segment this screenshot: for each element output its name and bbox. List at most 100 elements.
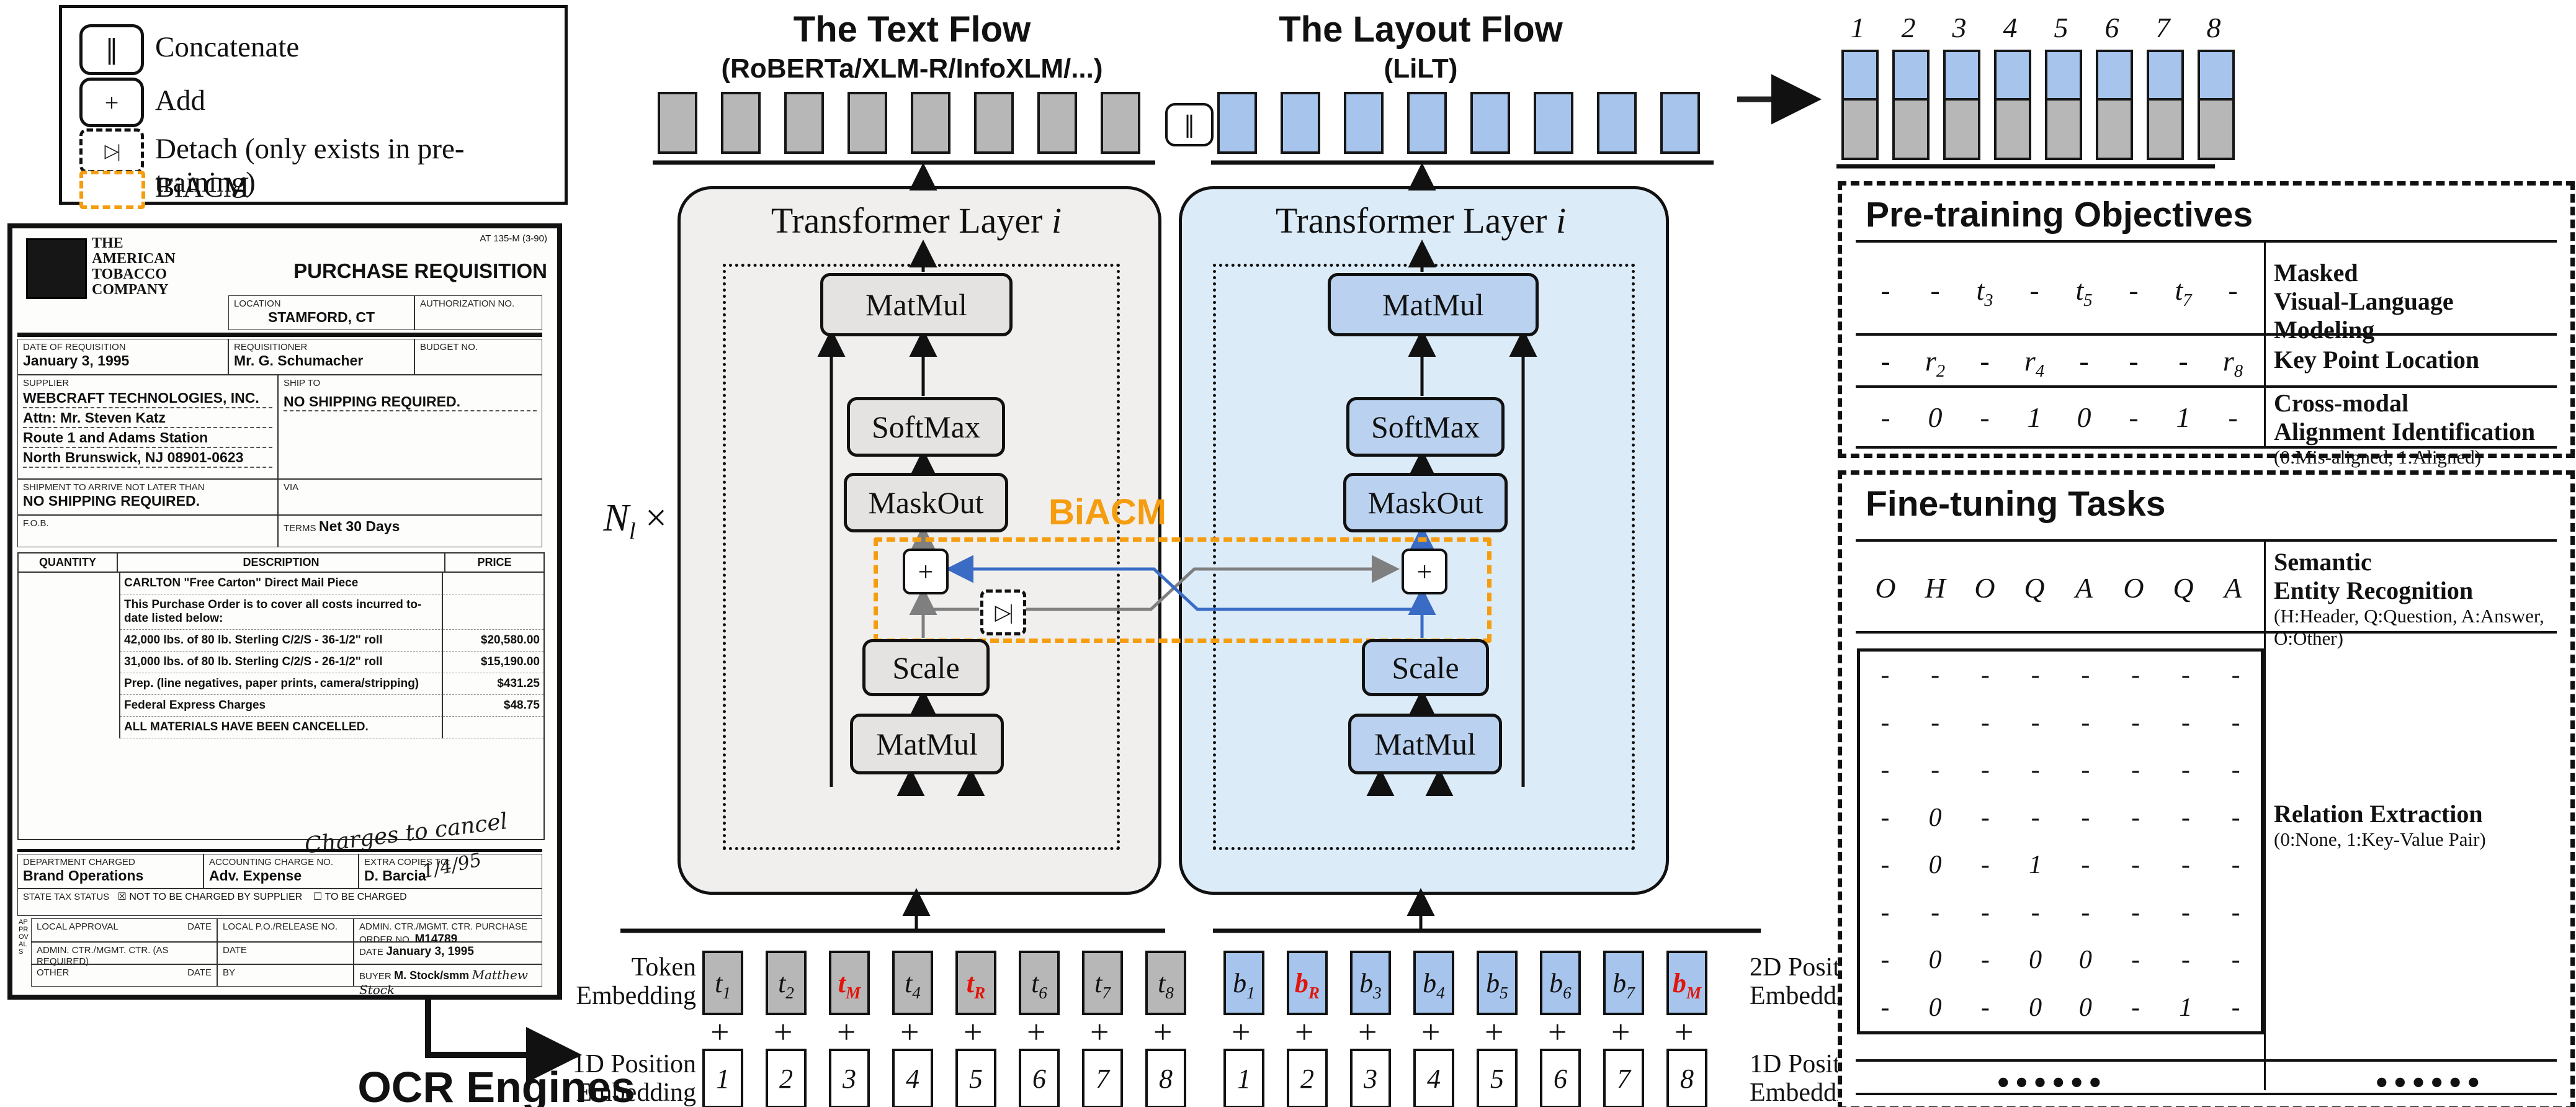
re-cell: - <box>2231 708 2240 737</box>
copies-value: D. Barcia <box>364 867 426 884</box>
ellipsis-left: •••••• <box>1997 1064 2108 1102</box>
re-cell: - <box>1881 803 1890 832</box>
pos2d-embedding-box: b7 <box>1603 951 1644 1015</box>
re-cell: - <box>2231 756 2240 785</box>
layout-softmax-block: SoftMax <box>1346 397 1505 457</box>
pos2d-embedding-box: bR <box>1287 951 1328 1015</box>
pos1d-embedding-box: 8 <box>1145 1049 1186 1107</box>
token-embedding-box: tR <box>955 951 996 1015</box>
add-glyph: + <box>1295 1013 1314 1051</box>
acct-value: Adv. Expense <box>209 867 302 884</box>
layout-bar <box>1534 92 1573 154</box>
text-flow-subtitle: (RoBERTa/XLM-R/InfoXLM/...) <box>721 53 1103 84</box>
re-label: Relation Extraction(0:None, 1:Key-Value … <box>2274 800 2486 850</box>
pos1d-embedding-box: 2 <box>1287 1049 1328 1107</box>
pos1d-embedding-box: 1 <box>1223 1049 1264 1107</box>
pretrain-cell: 0 <box>1928 401 1943 433</box>
token-embedding-box: t7 <box>1082 951 1123 1015</box>
supplier-label: SUPPLIER <box>23 378 69 388</box>
text-bar <box>911 92 950 154</box>
pos2d-embedding-box: b6 <box>1540 951 1581 1015</box>
pretrain-cell: - <box>1881 401 1890 433</box>
pretrain-cell: - <box>2129 401 2139 433</box>
layout-flow-subtitle: (LiLT) <box>1384 53 1458 84</box>
re-cell: - <box>2131 661 2140 690</box>
re-cell: - <box>2181 803 2190 832</box>
text-maskout-block: MaskOut <box>844 473 1008 532</box>
re-cell: - <box>2231 946 2240 975</box>
pos1d-embedding-box: 7 <box>1082 1049 1123 1107</box>
text-bar <box>1101 92 1140 154</box>
output-text-part <box>1841 98 1879 160</box>
re-cell: - <box>2131 946 2140 975</box>
output-text-part <box>1892 98 1930 160</box>
ser-cell: H <box>1925 571 1946 604</box>
budget-label: BUDGET NO. <box>420 342 478 352</box>
add-glyph: + <box>1153 1013 1173 1051</box>
legend-label-biacm: BiACM <box>155 171 249 204</box>
re-cell: - <box>1980 756 1990 785</box>
re-cell: - <box>1881 993 1890 1022</box>
fob-label: F.O.B. <box>23 518 49 529</box>
detach-icon: ▷| <box>79 128 144 173</box>
pretraining-title: Pre-training Objectives <box>1866 195 2253 235</box>
item-row: 42,000 lbs. of 80 lb. Sterling C/2/S - 3… <box>19 630 543 652</box>
add-glyph: + <box>710 1013 730 1051</box>
text-add-node: + <box>903 549 949 594</box>
relation-extraction-matrix: -------------------------0-------0-1----… <box>1857 648 2264 1034</box>
pretrain-cell: 1 <box>2176 401 2191 433</box>
re-cell: - <box>2231 993 2240 1022</box>
output-index: 2 <box>1901 12 1916 43</box>
re-cell: - <box>2181 946 2190 975</box>
date-label: DATE OF REQUISITION <box>23 342 126 352</box>
re-cell: - <box>2131 708 2140 737</box>
kpl-label: Key Point Location <box>2274 346 2480 374</box>
add-glyph: + <box>900 1013 919 1051</box>
biacm-icon <box>79 171 145 209</box>
text-softmax-block: SoftMax <box>847 397 1005 457</box>
re-cell: - <box>2081 898 2090 927</box>
re-cell: - <box>2031 661 2040 690</box>
add-glyph: + <box>1611 1013 1630 1051</box>
location-label: LOCATION <box>234 298 281 309</box>
pretrain-cell: - <box>2079 344 2089 377</box>
output-layout-part <box>2045 50 2082 101</box>
re-cell: - <box>2181 851 2190 880</box>
pos1d-embedding-box: 3 <box>829 1049 870 1107</box>
add-glyph: + <box>1675 1013 1694 1051</box>
add-glyph: + <box>1358 1013 1377 1051</box>
output-layout-part <box>2147 50 2184 101</box>
pos1d-embedding-box: 6 <box>1019 1049 1060 1107</box>
re-cell: - <box>1980 993 1990 1022</box>
arrive-label: SHIPMENT TO ARRIVE NOT LATER THAN <box>23 482 205 493</box>
output-text-part <box>2198 98 2235 160</box>
pretrain-cell: - <box>1881 274 1890 306</box>
re-cell: - <box>2131 898 2140 927</box>
tax-option-checked: ☒ NOT TO BE CHARGED BY SUPPLIER <box>117 892 303 902</box>
layout-bar <box>1281 92 1320 154</box>
output-index: 8 <box>2206 12 2221 43</box>
re-cell: - <box>1931 661 1940 690</box>
output-layout-part <box>2198 50 2235 101</box>
pos1d-embedding-box: 6 <box>1540 1049 1581 1107</box>
po-date: January 3, 1995 <box>386 945 474 958</box>
legend-box: ∥ Concatenate + Add ▷| Detach (only exis… <box>59 5 568 209</box>
layout-bar <box>1407 92 1447 154</box>
re-cell: - <box>2031 803 2040 832</box>
re-cell: - <box>1931 756 1940 785</box>
output-index: 1 <box>1850 12 1865 43</box>
output-index: 5 <box>2054 12 2068 43</box>
pos1d-embedding-box: 4 <box>892 1049 933 1107</box>
text-bar <box>1037 92 1077 154</box>
pretrain-cell: r2 <box>1925 344 1946 381</box>
ocr-engines-label: OCR Engines <box>357 1063 635 1107</box>
text-bar <box>658 92 697 154</box>
re-cell: - <box>2231 851 2240 880</box>
re-cell: - <box>2181 756 2190 785</box>
pos1d-embedding-box: 5 <box>1477 1049 1518 1107</box>
token-embedding-box: t4 <box>892 951 933 1015</box>
mvlm-cells: --t3-t5-t7- <box>1861 246 2258 333</box>
date-value: January 3, 1995 <box>23 352 130 369</box>
